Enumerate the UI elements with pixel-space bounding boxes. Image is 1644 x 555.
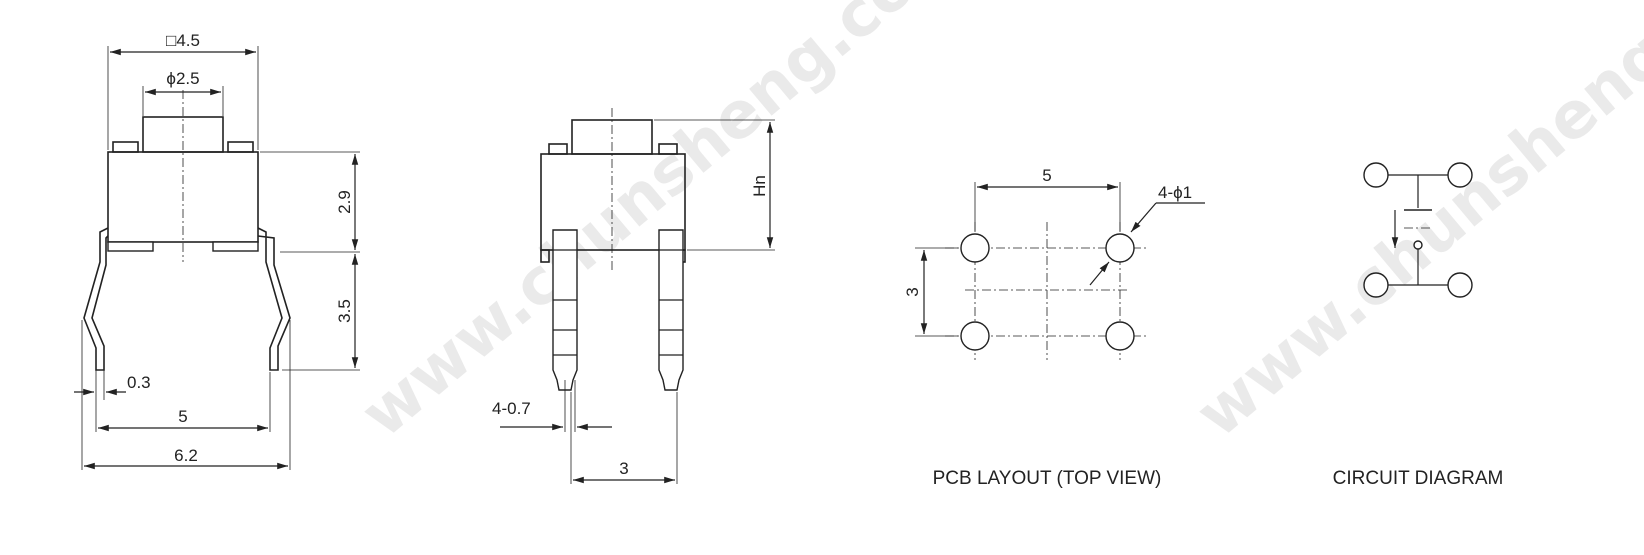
lead-left [83, 227, 109, 371]
dim-pin-width-label: 4-0.7 [492, 399, 531, 418]
pcb-hole-bottom-right [1105, 321, 1135, 351]
terminal-bottom-left [1363, 272, 1389, 298]
front-body [540, 153, 686, 251]
switch-body [107, 151, 259, 243]
bottom-tab-left [107, 241, 154, 252]
front-pin-left [552, 229, 578, 391]
terminal-bottom-right [1447, 272, 1473, 298]
side-shoulder-left [112, 141, 139, 153]
bottom-tab-right [212, 241, 259, 252]
terminal-top-right [1447, 162, 1473, 188]
pcb-dim-y-label: 3 [903, 287, 922, 296]
watermark-2: www.chunsheng.com [1183, 0, 1644, 452]
dim-button-label: ϕ2.5 [166, 69, 199, 88]
side-shoulder-right [227, 141, 254, 153]
dim-pitch-label: 5 [178, 407, 187, 426]
circuit-diagram: CIRCUIT DIAGRAM [1333, 162, 1504, 489]
dim-overall-label: 6.2 [174, 446, 198, 465]
pcb-caption: PCB LAYOUT (TOP VIEW) [933, 468, 1162, 489]
dim-height-label: Hn [750, 175, 769, 197]
side-view: □4.5 ϕ2.5 2.9 3.5 0.3 5 6.2 [74, 31, 360, 470]
front-view: Hn 4-0.7 3 [492, 108, 775, 484]
lead-right [257, 227, 291, 371]
pcb-hole-top-left [960, 233, 990, 263]
dim-lead-height-label: 3.5 [335, 299, 354, 323]
front-pin-right [658, 229, 684, 391]
pcb-dim-hole-label: 4-ϕ1 [1158, 183, 1192, 202]
circuit-caption: CIRCUIT DIAGRAM [1333, 468, 1504, 489]
dim-lead-thickness-label: 0.3 [127, 373, 151, 392]
terminal-top-left [1363, 162, 1389, 188]
dim-width-label: □4.5 [166, 31, 200, 50]
pcb-layout: 5 3 4-ϕ1 PCB LAYOUT (TOP VIEW) [903, 166, 1205, 489]
pcb-hole-bottom-left [960, 321, 990, 351]
pcb-dim-x-label: 5 [1042, 166, 1051, 185]
pcb-hole-top-right [1105, 233, 1135, 263]
dim-body-height-label: 2.9 [335, 190, 354, 214]
dim-pin-pitch-label: 3 [619, 459, 628, 478]
